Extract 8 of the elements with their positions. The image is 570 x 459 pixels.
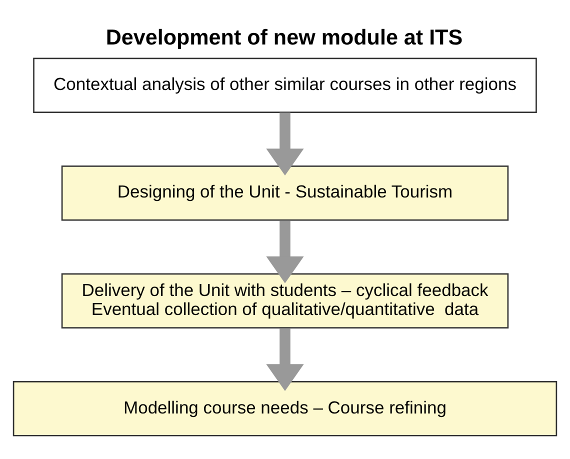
node-box: Contextual analysis of other similar courses in other regions — [33, 58, 537, 113]
arrow — [266, 112, 304, 176]
arrow — [266, 220, 304, 284]
node-box: Delivery of the Unit with students – cyclical feedback Eventual collection of qualitative/quantitative data — [61, 273, 509, 329]
node-box: Designing of the Unit - Sustainable Tourism — [61, 166, 509, 221]
diagram-title: Development of new module at ITS — [106, 24, 463, 50]
node-box: Modelling course needs – Course refining — [12, 381, 558, 436]
arrow — [266, 328, 304, 392]
